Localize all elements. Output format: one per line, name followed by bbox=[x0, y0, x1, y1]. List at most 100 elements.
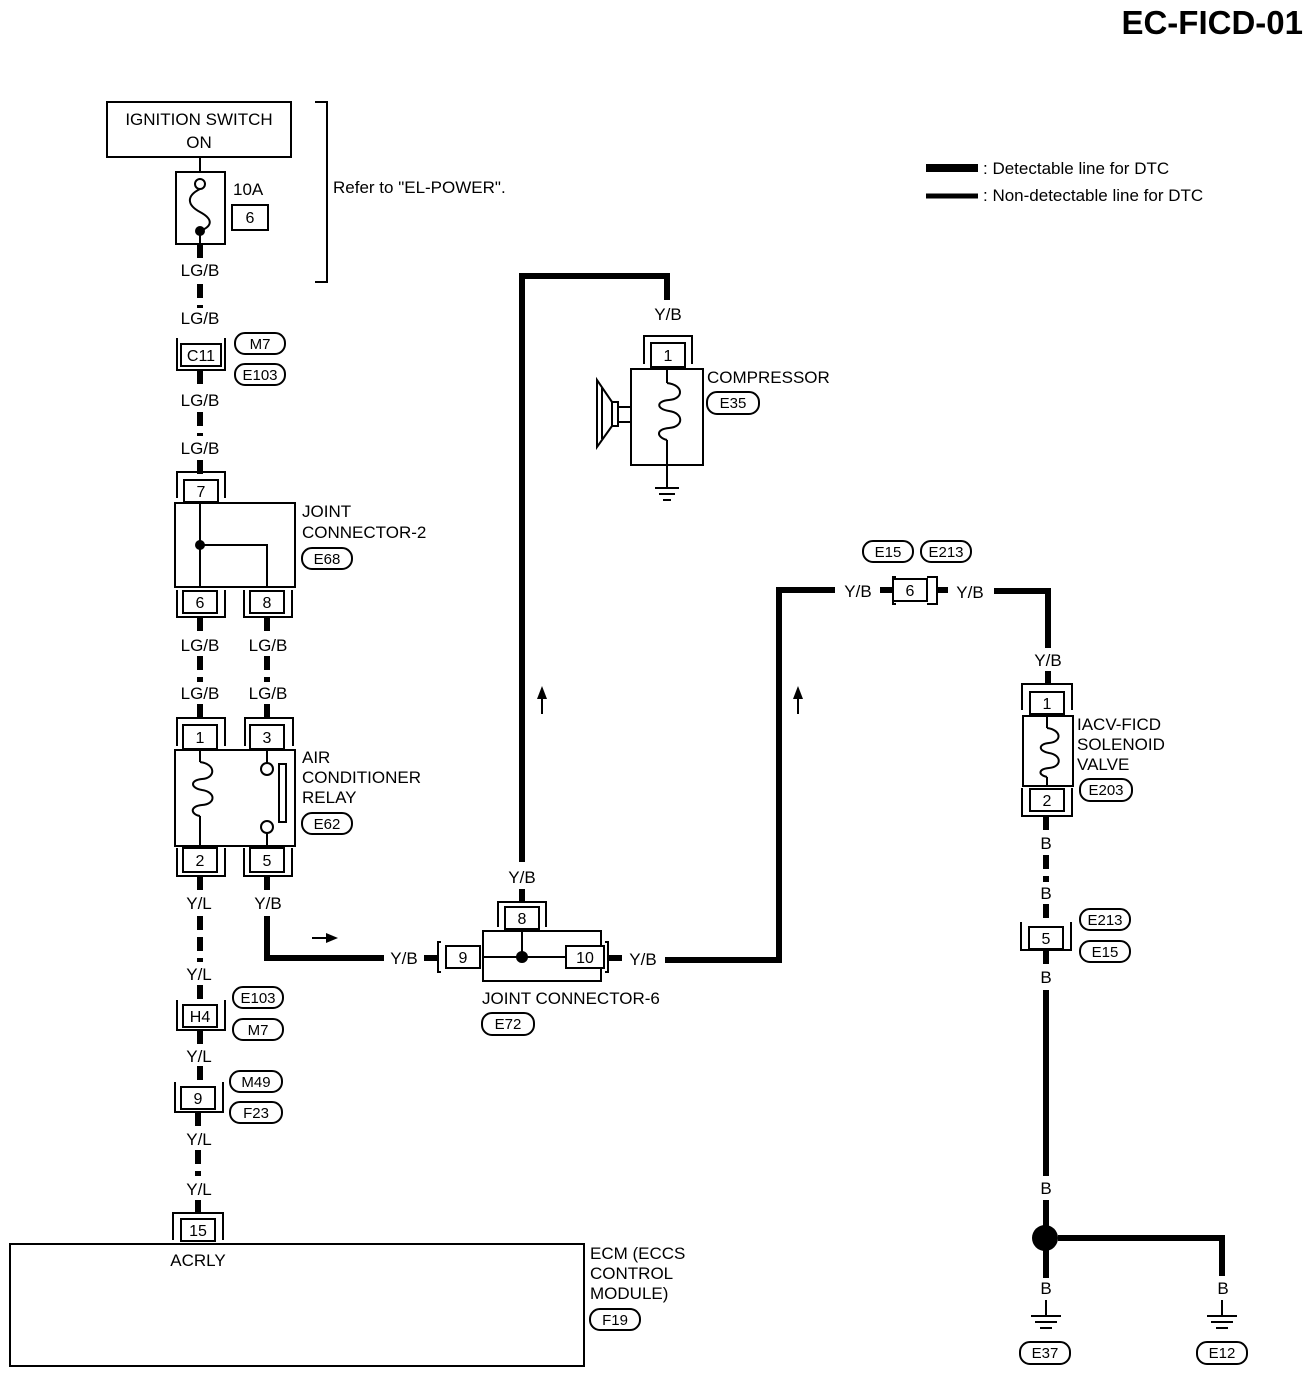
joint-connector-6-label: JOINT CONNECTOR-6 bbox=[482, 989, 660, 1008]
ac-relay-label-3: RELAY bbox=[302, 788, 357, 807]
wire-label: Y/B bbox=[654, 305, 681, 324]
connector-h4: H4 E103 M7 bbox=[176, 986, 284, 1041]
ac-relay-label-2: CONDITIONER bbox=[302, 768, 421, 787]
pin-9: 9 bbox=[459, 950, 468, 967]
ground-e12: E12 bbox=[1196, 1300, 1248, 1365]
connector-9-label: 9 bbox=[194, 1091, 203, 1108]
wire-label: Y/L bbox=[186, 894, 212, 913]
wire-label: B bbox=[1217, 1279, 1228, 1298]
code-e203: E203 bbox=[1088, 782, 1123, 799]
fuse-rating: 10A bbox=[233, 180, 264, 199]
page-code: EC-FICD-01 bbox=[1121, 4, 1303, 41]
connector-c11-label: C11 bbox=[187, 348, 215, 365]
wire-label: Y/B bbox=[390, 949, 417, 968]
code-f19: F19 bbox=[602, 1312, 628, 1329]
connector-15: 15 bbox=[172, 1212, 224, 1242]
fuse: 10A 6 bbox=[175, 157, 269, 245]
wire-label: Y/L bbox=[186, 1130, 212, 1149]
code-f23: F23 bbox=[243, 1105, 269, 1122]
ecm-label: ECM (ECCS bbox=[590, 1244, 685, 1263]
code-m49: M49 bbox=[241, 1074, 270, 1091]
pin-8: 8 bbox=[263, 595, 272, 612]
compressor: Y/B 1 COMPRESSOR E35 bbox=[596, 305, 830, 501]
wire-label: B bbox=[1040, 1179, 1051, 1198]
code-e103: E103 bbox=[240, 990, 275, 1007]
connector-h4-label: H4 bbox=[190, 1009, 211, 1026]
pin-8: 8 bbox=[518, 911, 527, 928]
wire-label: Y/L bbox=[186, 1180, 212, 1199]
wire-label: Y/L bbox=[186, 1047, 212, 1066]
wire-label: B bbox=[1040, 1279, 1051, 1298]
wire-label: Y/B bbox=[254, 894, 281, 913]
pin-2: 2 bbox=[1043, 793, 1052, 810]
ecm: ACRLY ECM (ECCS CONTROL MODULE) F19 bbox=[9, 1243, 685, 1367]
connector-5: 5 E213 E15 bbox=[1020, 908, 1131, 963]
fuse-number: 6 bbox=[246, 210, 255, 227]
code-e15: E15 bbox=[875, 544, 902, 561]
pin-5: 5 bbox=[1042, 931, 1051, 948]
legend-detectable-text: : Detectable line for DTC bbox=[983, 159, 1169, 178]
pin-1: 1 bbox=[1043, 696, 1052, 713]
code-e103: E103 bbox=[242, 367, 277, 384]
joint-connector-2-label-2: CONNECTOR-2 bbox=[302, 523, 426, 542]
joint-connector-2-label: JOINT bbox=[302, 502, 351, 521]
wire-label: Y/B bbox=[956, 583, 983, 602]
code-e213: E213 bbox=[928, 544, 963, 561]
wire-label: LG/B bbox=[249, 684, 288, 703]
refer-note: Refer to "EL-POWER". bbox=[333, 178, 506, 197]
wire-label: B bbox=[1040, 968, 1051, 987]
legend-non-detectable-text: : Non-detectable line for DTC bbox=[983, 186, 1203, 205]
ignition-switch-box bbox=[106, 101, 292, 158]
ecm-label-2: CONTROL bbox=[590, 1264, 673, 1283]
pin-6: 6 bbox=[906, 583, 915, 600]
iacv-label-3: VALVE bbox=[1077, 755, 1129, 774]
wire-label: LG/B bbox=[181, 636, 220, 655]
pin-7: 7 bbox=[197, 484, 206, 501]
code-e37: E37 bbox=[1032, 1345, 1059, 1362]
pin-5: 5 bbox=[263, 853, 272, 870]
pin-3: 3 bbox=[263, 730, 272, 747]
wire-label: LG/B bbox=[249, 636, 288, 655]
iacv-ficd-solenoid-valve: 1 2 IACV-FICD SOLENOID VALVE E203 bbox=[1021, 683, 1165, 817]
ac-relay-label: AIR bbox=[302, 748, 330, 767]
code-m7: M7 bbox=[250, 336, 271, 353]
joint-connector-2: 7 6 8 JOINT CONNECTOR-2 E68 bbox=[174, 471, 426, 618]
pin-1: 1 bbox=[664, 348, 673, 365]
joint-connector-6: 8 9 10 JOINT CONNECTOR-6 E72 bbox=[437, 901, 660, 1036]
pin-10: 10 bbox=[576, 950, 594, 967]
iacv-label: IACV-FICD bbox=[1077, 715, 1161, 734]
code-e15: E15 bbox=[1092, 944, 1119, 961]
ground-e37: E37 bbox=[1019, 1300, 1071, 1365]
code-e12: E12 bbox=[1209, 1345, 1236, 1362]
ignition-switch-label: IGNITION SWITCH bbox=[125, 110, 272, 129]
wire-label: B bbox=[1040, 884, 1051, 903]
pin-6: 6 bbox=[196, 595, 205, 612]
pin-15: 15 bbox=[189, 1223, 207, 1240]
wire-label: LG/B bbox=[181, 439, 220, 458]
pin-1: 1 bbox=[196, 730, 205, 747]
code-e72: E72 bbox=[495, 1016, 522, 1033]
code-m7: M7 bbox=[248, 1022, 269, 1039]
pin-2: 2 bbox=[196, 853, 205, 870]
ground-splice bbox=[1032, 1225, 1058, 1251]
connector-6: 6 E15 E213 bbox=[862, 540, 972, 605]
wire-label: LG/B bbox=[181, 684, 220, 703]
code-e62: E62 bbox=[314, 816, 341, 833]
iacv-label-2: SOLENOID bbox=[1077, 735, 1165, 754]
wire-label: Y/L bbox=[186, 965, 212, 984]
code-e213: E213 bbox=[1087, 912, 1122, 929]
power-bracket bbox=[315, 101, 328, 283]
wire-label: LG/B bbox=[181, 309, 220, 328]
ignition-switch-state: ON bbox=[186, 133, 212, 152]
ecm-label-3: MODULE) bbox=[590, 1284, 668, 1303]
compressor-label: COMPRESSOR bbox=[707, 368, 830, 387]
ac-relay: 1 3 2 5 AIR CONDITIONER RELAY E62 bbox=[174, 717, 421, 877]
wire-label: B bbox=[1040, 834, 1051, 853]
wire-label: Y/B bbox=[844, 582, 871, 601]
wire-label: Y/B bbox=[629, 950, 656, 969]
legend: : Detectable line for DTC : Non-detectab… bbox=[926, 159, 1203, 205]
wire-label: LG/B bbox=[181, 391, 220, 410]
connector-c11: C11 M7 E103 bbox=[176, 332, 286, 386]
connector-9: 9 M49 F23 bbox=[174, 1070, 283, 1124]
